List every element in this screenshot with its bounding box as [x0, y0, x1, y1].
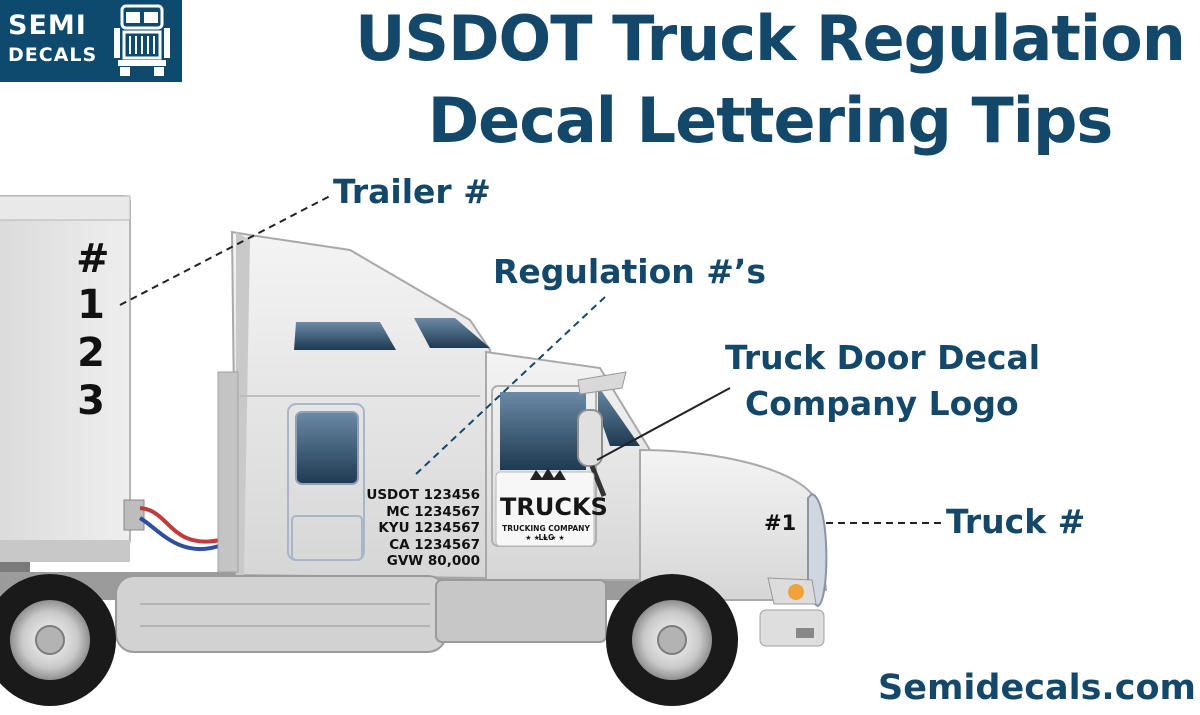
- fuel-tank-and-steps: [115, 575, 607, 653]
- trailer-number-digit: 3: [77, 378, 105, 424]
- door-logo-name: TRUCKS: [500, 493, 608, 521]
- trailer-number-hash: #: [76, 236, 110, 282]
- front-wheel: [606, 574, 738, 706]
- regulation-line: MC 1234567: [386, 503, 480, 520]
- regulation-line: USDOT 123456: [366, 487, 480, 503]
- trailer-number-digit: 2: [77, 330, 105, 376]
- truck-hood: [639, 448, 828, 647]
- callout-regulation-numbers: Regulation #’s: [493, 252, 767, 291]
- regulation-numbers: USDOT 123456 MC 1234567 KYU 1234567 CA 1…: [366, 487, 480, 570]
- regulation-line: GVW 80,000: [386, 553, 480, 569]
- leader-line-regulation: [415, 295, 607, 475]
- page-title-line-2: Decal Lettering Tips: [427, 84, 1114, 157]
- callout-door-decal-line-1: Truck Door Decal: [725, 338, 1041, 377]
- callout-trailer-number: Trailer #: [333, 172, 491, 211]
- truck-front-icon: [114, 4, 170, 76]
- callout-truck-number: Truck #: [946, 502, 1086, 541]
- logo-line-decals: DECALS: [8, 44, 98, 66]
- door-logo-subtitle: TRUCKING COMPANY LLC: [502, 524, 590, 542]
- rear-wheel: [0, 574, 116, 706]
- leader-line-trailer: [119, 195, 331, 306]
- tractor-cab: [217, 230, 651, 581]
- leader-line-door: [596, 387, 731, 461]
- page-title-line-1: USDOT Truck Regulation: [355, 2, 1186, 75]
- logo-line-semi: SEMI: [8, 10, 87, 41]
- regulation-line: CA 1234567: [389, 536, 480, 553]
- website-url: Semidecals.com: [878, 668, 1196, 708]
- air-hoses: [123, 499, 223, 552]
- brand-logo: SEMI DECALS: [0, 0, 182, 82]
- regulation-line: KYU 1234567: [378, 520, 480, 536]
- trailer-number-digit: 1: [77, 282, 105, 328]
- trailer: [0, 195, 131, 574]
- callout-door-decal-line-2: Company Logo: [745, 384, 1019, 423]
- door-logo-stars: ★★★★★: [525, 534, 567, 542]
- truck-number: #1: [764, 511, 797, 535]
